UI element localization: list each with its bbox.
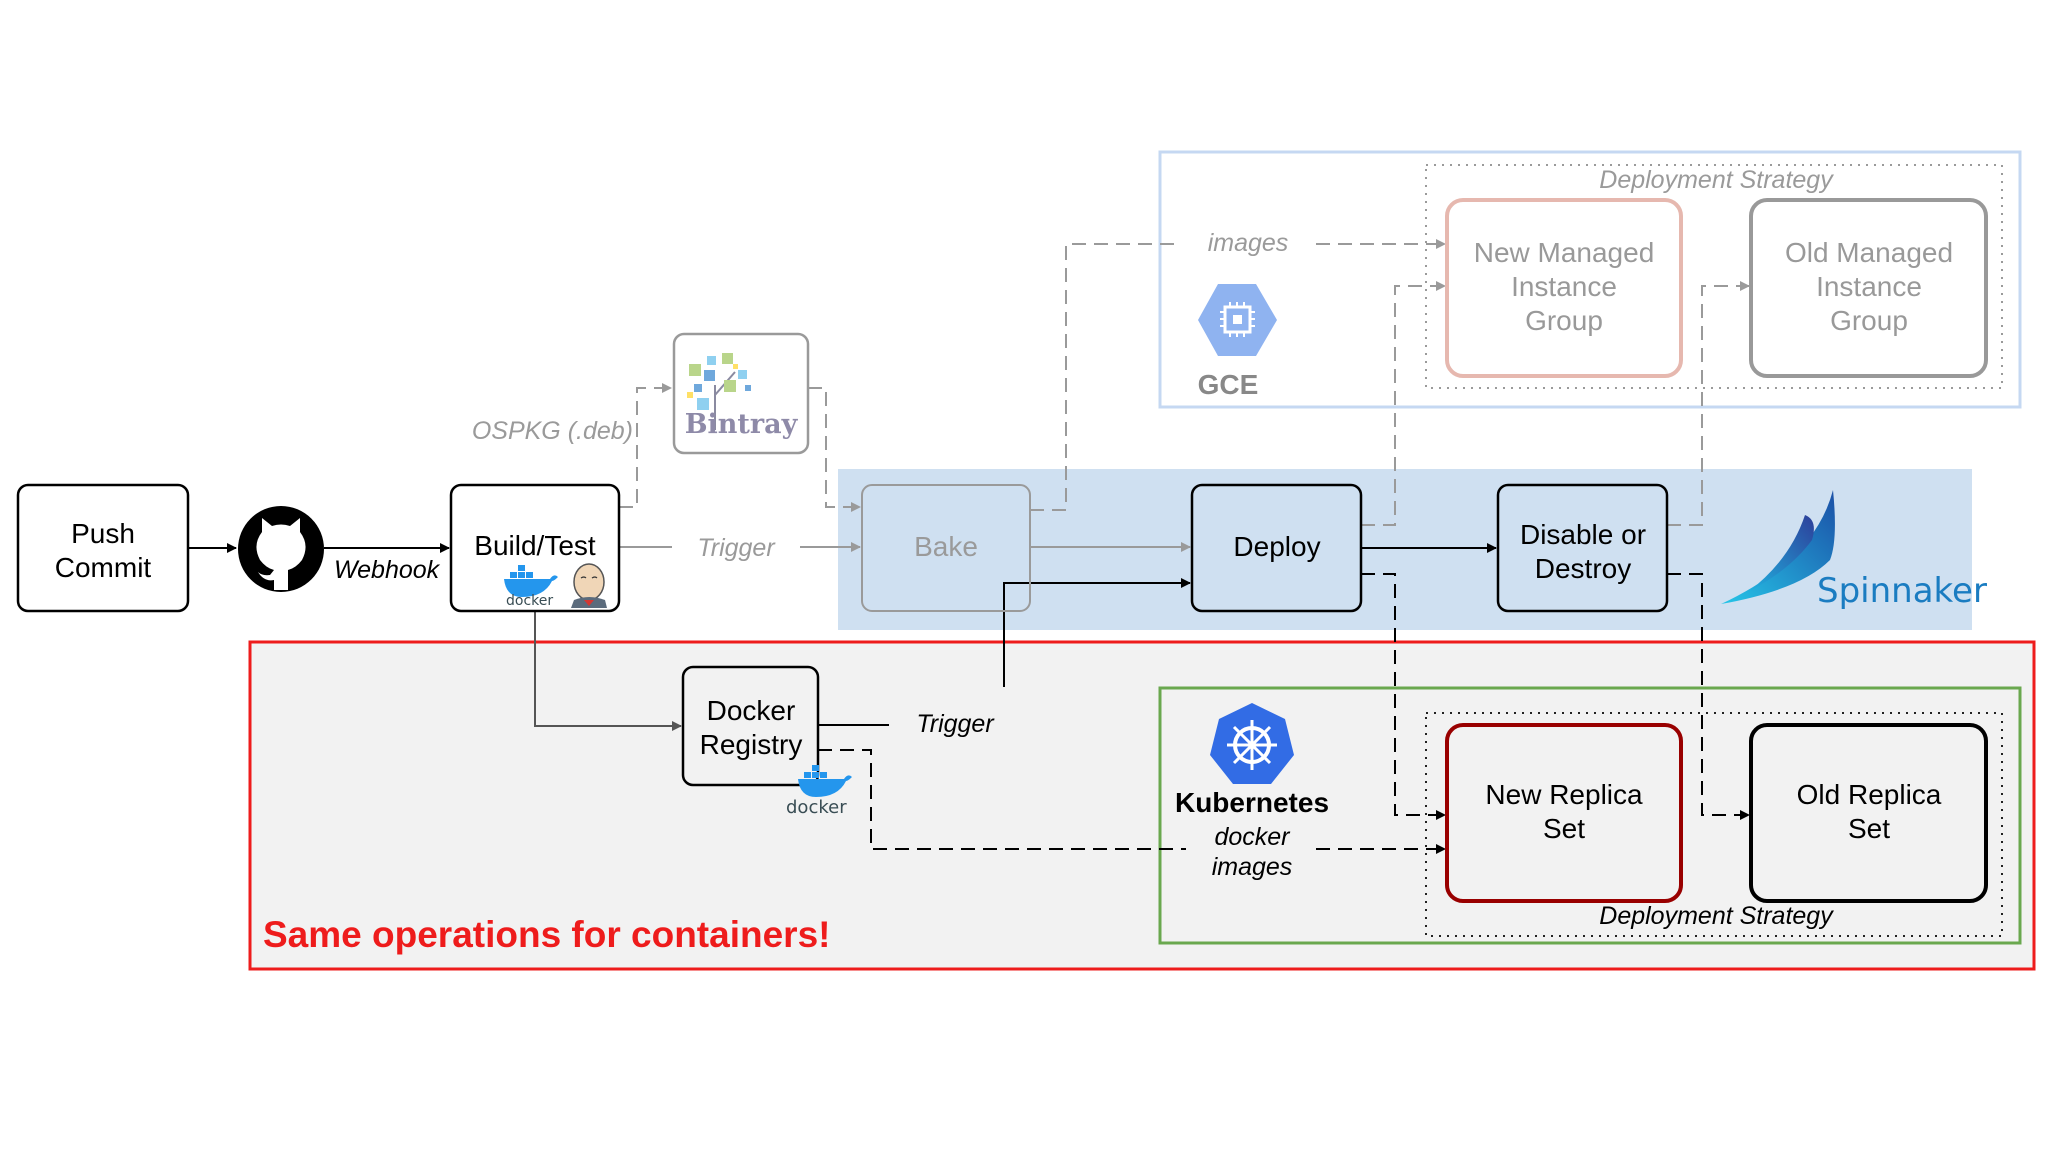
new-mig-line2: Instance [1511,271,1617,302]
new-mig-line3: Group [1525,305,1603,336]
docker-images-line2: images [1212,853,1293,881]
disable-line1: Disable or [1520,519,1646,550]
build-test-label: Build/Test [474,530,596,561]
new-mig-line1: New Managed [1474,237,1655,268]
edge-deploy-newmig [1361,281,1446,526]
edge-registry-images [818,749,1186,850]
node-new-replica-set[interactable]: New Replica Set [1445,723,1683,903]
disable-line2: Destroy [1535,553,1631,584]
webhook-label: Webhook [334,556,441,584]
node-disable-destroy[interactable]: Disable or Destroy [1496,483,1669,613]
edge-disable-oldmig [1667,281,1750,526]
registry-line2: Registry [700,729,803,760]
deployment-strategy-bottom-label: Deployment Strategy [1599,902,1834,930]
edge-bintray-bake [808,387,861,512]
node-old-mig[interactable]: Old Managed Instance Group [1749,198,1988,378]
node-bake[interactable]: Bake [861,484,1031,612]
kubernetes-frame [1158,686,2022,945]
deployment-strategy-frame-top [1425,164,2003,389]
jenkins-icon [571,563,607,608]
github-icon [238,506,324,592]
spinnaker-label: Spinnaker [1817,571,1987,611]
docker-images-line1: docker [1214,823,1291,851]
containers-frame [248,640,2036,971]
gce-icon: GCE [1198,284,1277,400]
new-rs-line2: Set [1543,813,1585,844]
node-deploy[interactable]: Deploy [1190,483,1363,613]
spinnaker-band [838,469,1972,630]
node-push-commit[interactable]: Push Commit [16,483,190,613]
ospkg-label: OSPKG (.deb) [472,417,633,445]
docker-icon-registry: docker [786,765,852,818]
old-mig-line2: Instance [1816,271,1922,302]
node-bintray[interactable]: Bintray [672,332,810,455]
deployment-strategy-frame-bottom [1425,712,2003,937]
deploy-label: Deploy [1233,531,1320,562]
containers-note: Same operations for containers! [263,914,830,955]
registry-line1: Docker [707,695,796,726]
edge-disable-oldrs [1667,573,1750,820]
kubernetes-icon: Kubernetes [1175,703,1329,818]
deployment-strategy-top-label: Deployment Strategy [1599,166,1834,194]
edge-build-registry [534,611,682,731]
edge-deploy-newrs [1361,573,1446,820]
node-docker-registry[interactable]: Docker Registry [681,665,820,787]
new-rs-line1: New Replica [1485,779,1643,810]
docker-icon: docker [504,565,558,609]
gce-label: GCE [1198,369,1259,400]
bake-label: Bake [914,531,978,562]
edge-build-bintray [619,383,672,508]
old-mig-line1: Old Managed [1785,237,1953,268]
docker-logo-text-registry: docker [786,797,847,818]
trigger-bottom-label: Trigger [916,710,995,738]
bintray-label: Bintray [685,409,799,440]
node-old-replica-set[interactable]: Old Replica Set [1749,723,1988,903]
kubernetes-label: Kubernetes [1175,787,1329,818]
spinnaker-logo: Spinnaker [1721,490,1987,611]
push-commit-line2: Commit [55,552,152,583]
edge-bake-images [1030,243,1180,511]
bintray-tree-icon [687,353,751,430]
images-label: images [1208,229,1289,257]
docker-logo-text: docker [506,593,553,609]
trigger-top-label: Trigger [697,534,776,562]
old-mig-line3: Group [1830,305,1908,336]
node-new-mig[interactable]: New Managed Instance Group [1445,198,1683,378]
push-commit-line1: Push [71,518,135,549]
edge-trigger-bottom-b [1003,578,1191,687]
old-rs-line1: Old Replica [1797,779,1942,810]
old-rs-line2: Set [1848,813,1890,844]
